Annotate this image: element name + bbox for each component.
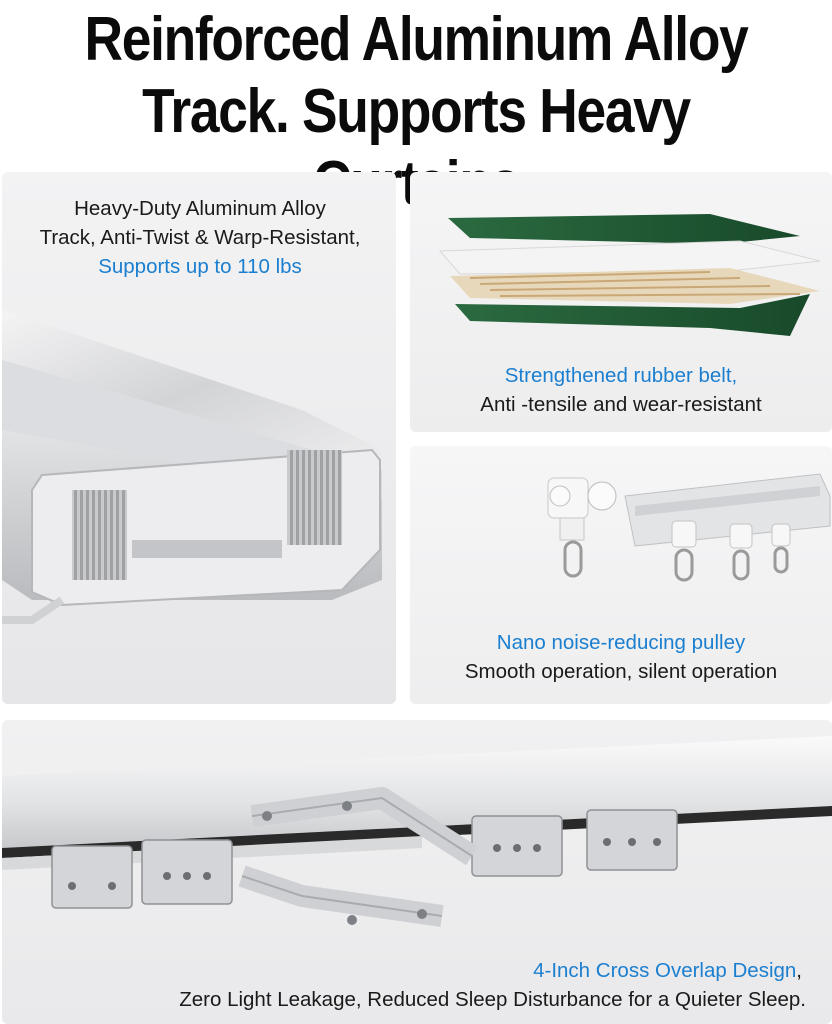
belt-caption: Strengthened rubber belt, Anti -tensile … xyxy=(410,361,832,419)
track-caption: Heavy-Duty Aluminum Alloy Track, Anti-Tw… xyxy=(0,194,400,281)
belt-panel xyxy=(410,172,832,432)
overlap-caption-highlight: 4-Inch Cross Overlap Design xyxy=(533,959,797,982)
belt-caption-highlight: Strengthened rubber belt, xyxy=(504,364,738,387)
overlap-caption-line-1: 4-Inch Cross Overlap Design, xyxy=(0,956,832,985)
track-caption-highlight: Supports up to 110 lbs xyxy=(98,255,302,278)
track-caption-line-2: Track, Anti-Twist & Warp-Resistant, xyxy=(39,226,361,249)
pulley-caption: Nano noise-reducing pulley Smooth operat… xyxy=(410,628,832,686)
overlap-caption-comma: , xyxy=(796,959,802,982)
aluminum-track-image xyxy=(2,310,382,624)
track-caption-line-1: Heavy-Duty Aluminum Alloy xyxy=(74,197,326,220)
pulley-caption-line-2: Smooth operation, silent operation xyxy=(464,660,778,683)
pulley-image xyxy=(547,473,831,582)
headline: Reinforced Aluminum Alloy Track. Support… xyxy=(0,0,832,218)
headline-line-1: Reinforced Aluminum Alloy xyxy=(84,5,749,74)
overlap-caption: 4-Inch Cross Overlap Design, Zero Light … xyxy=(0,956,832,1014)
overlap-track-image xyxy=(2,736,832,927)
belt-caption-line-2: Anti -tensile and wear-resistant xyxy=(480,393,762,416)
rubber-belt-image xyxy=(438,214,821,336)
pulley-caption-highlight: Nano noise-reducing pulley xyxy=(496,631,746,654)
overlap-caption-line-2: Zero Light Leakage, Reduced Sleep Distur… xyxy=(179,988,806,1011)
